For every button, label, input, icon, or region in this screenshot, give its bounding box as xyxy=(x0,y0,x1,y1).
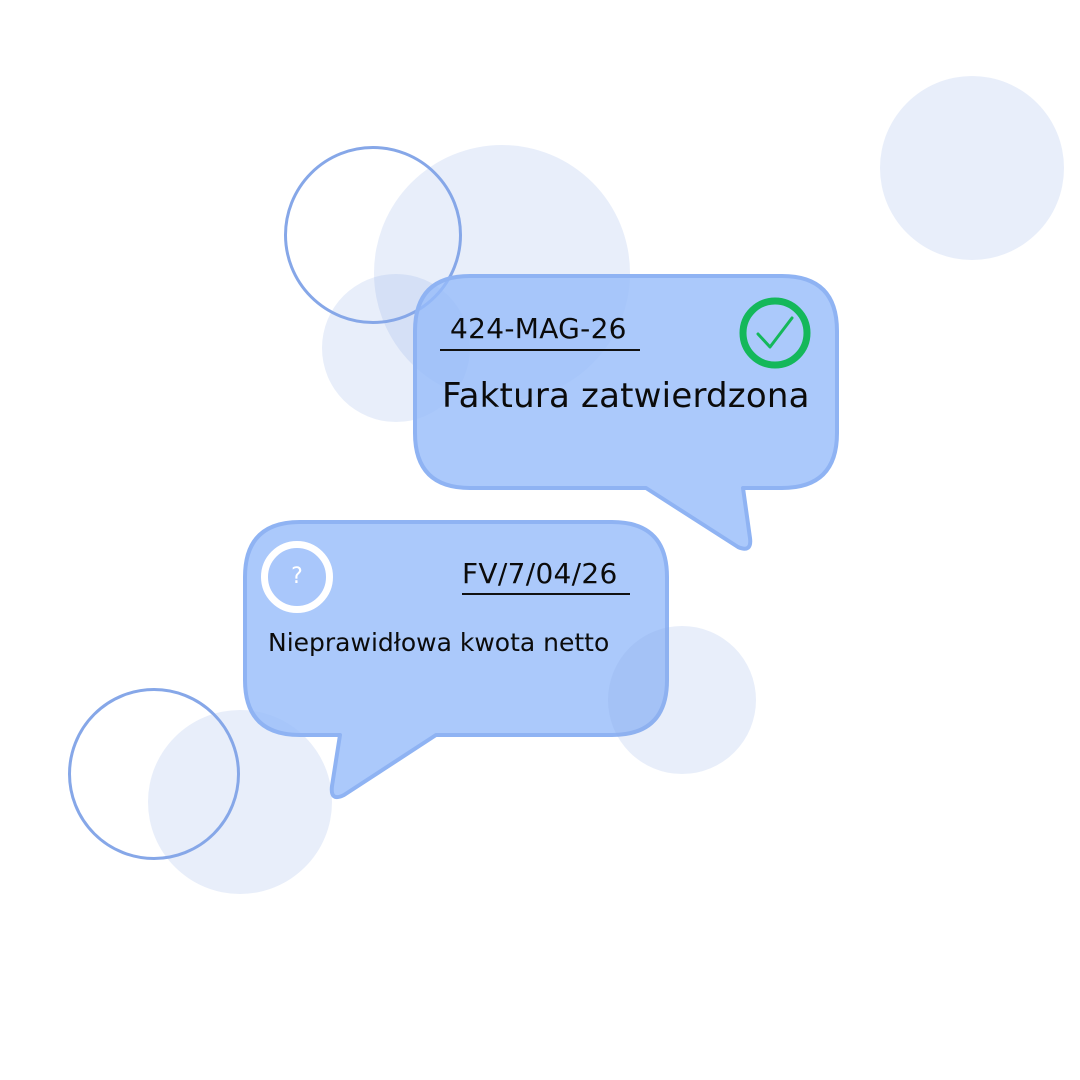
question-circle-icon: ? xyxy=(261,541,333,613)
decor-ring xyxy=(68,688,240,860)
checkmark-circle-icon xyxy=(739,297,811,369)
invoice-reference-error: FV/7/04/26 xyxy=(462,557,618,590)
decor-circle xyxy=(608,626,756,774)
decor-ring xyxy=(284,146,462,324)
reference-underline xyxy=(462,593,630,595)
status-message-approved: Faktura zatwierdzona xyxy=(442,376,810,416)
speech-bubble-error xyxy=(243,520,669,800)
speech-bubble-approved xyxy=(413,274,839,551)
decor-circle xyxy=(880,76,1064,260)
status-message-error: Nieprawidłowa kwota netto xyxy=(268,628,610,657)
invoice-reference-approved: 424-MAG-26 xyxy=(450,312,627,345)
reference-underline xyxy=(440,349,640,351)
